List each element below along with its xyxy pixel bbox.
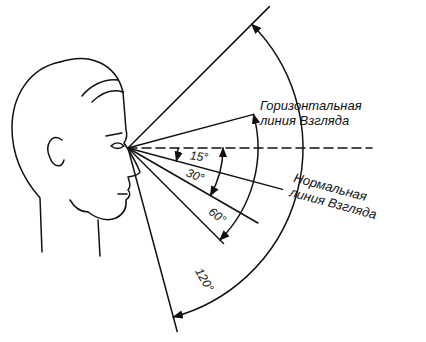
head-back xyxy=(12,62,60,252)
horizontal-sight-line xyxy=(128,147,372,149)
jaw-line xyxy=(70,200,88,212)
angle-label: 120° xyxy=(192,265,217,295)
lower-limit-line xyxy=(128,148,177,332)
angle-arc-120 xyxy=(173,24,303,317)
lower-30-line xyxy=(128,148,258,223)
angle-label: 60° xyxy=(205,205,229,228)
upper-60-line xyxy=(128,114,254,148)
sight-line-label: Горизонтальная линия Взгляда xyxy=(260,98,368,128)
angle-arc-15 xyxy=(176,148,178,161)
mouth xyxy=(118,193,127,195)
neck-front xyxy=(98,220,100,256)
ear xyxy=(48,138,64,166)
eyebrow xyxy=(106,133,122,136)
normal-sight-line xyxy=(128,148,283,189)
angle-label: 15° xyxy=(189,150,211,166)
sight-line-label: Нормальная линия Взгляда xyxy=(288,170,392,225)
upper-limit-line xyxy=(128,7,269,148)
lower-60-line xyxy=(128,148,224,244)
face-profile xyxy=(88,92,140,220)
eye xyxy=(111,143,124,148)
hair-fringe xyxy=(82,80,123,102)
angle-arc-30 xyxy=(210,148,223,196)
